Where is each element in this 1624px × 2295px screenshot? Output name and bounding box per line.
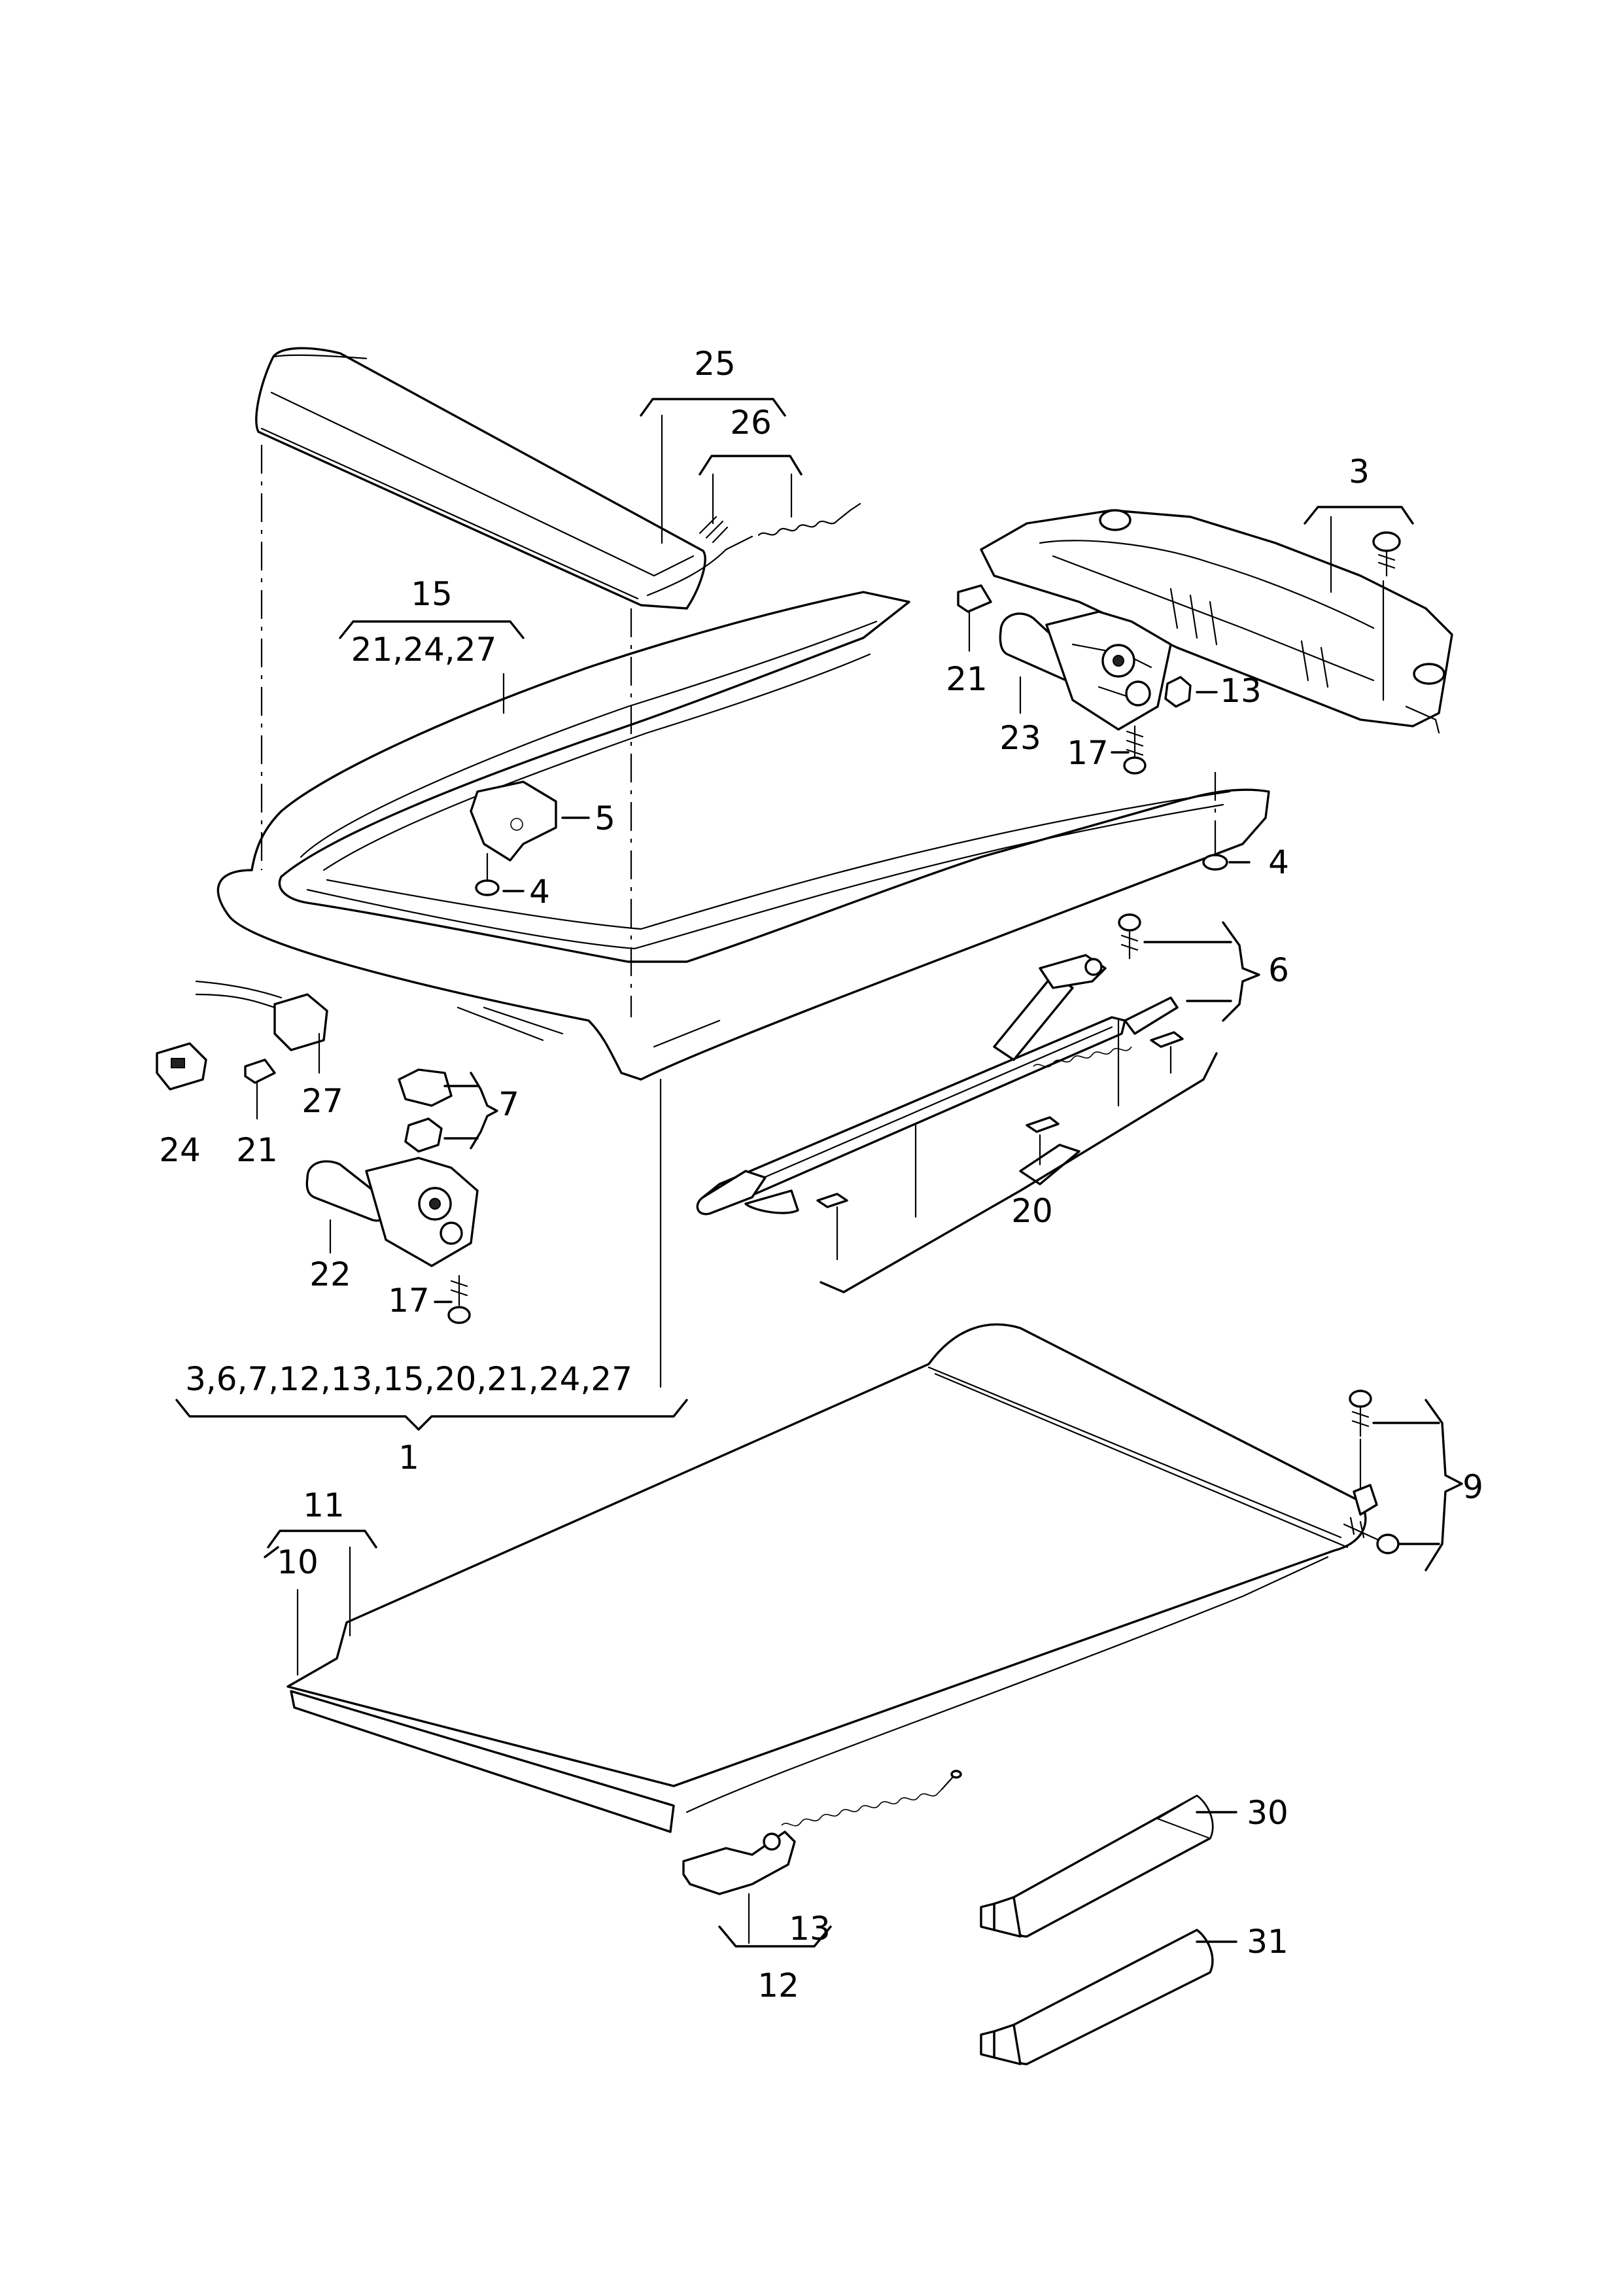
callout-13-top: 13	[1220, 672, 1262, 710]
callout-15-sub: 21,24,27	[351, 631, 497, 669]
bracket-20	[820, 1052, 1218, 1293]
callout-17-top: 17	[1067, 734, 1109, 772]
callout-10: 10	[277, 1543, 319, 1581]
connector-27-part	[195, 980, 328, 1051]
screw-4-left	[475, 852, 500, 896]
callout-15: 15	[411, 575, 453, 613]
connector-24-part	[156, 1042, 207, 1091]
screw-17-top	[1123, 725, 1147, 775]
screw-17-bottom	[447, 1274, 471, 1324]
sunshade-part	[286, 1323, 1367, 1833]
motor-22-part	[305, 1157, 479, 1267]
screw-4-right	[1202, 839, 1228, 871]
callout-30: 30	[1247, 1794, 1288, 1832]
pad-20-c	[1150, 1031, 1184, 1048]
screw-on-rail	[1372, 531, 1401, 701]
callout-21-top: 21	[946, 660, 988, 698]
callout-4-left: 4	[529, 873, 550, 911]
screws-9-parts	[1343, 1390, 1400, 1554]
sunroof-frame-part	[216, 591, 1270, 1081]
leader-6	[1143, 941, 1232, 1002]
clip-21-left	[244, 1059, 276, 1084]
grease-tube-30	[980, 1795, 1214, 1938]
callout-25: 25	[694, 345, 736, 383]
cable-handle-part	[682, 1770, 962, 1895]
spring-clip-part	[699, 502, 861, 544]
screw-6	[1118, 913, 1141, 960]
brace-6	[1222, 921, 1260, 1022]
drain-rail-part-3	[980, 509, 1453, 734]
callout-24: 24	[159, 1131, 201, 1169]
brace-1	[175, 1399, 688, 1431]
pad-20-a	[816, 1193, 848, 1208]
grease-tube-31	[980, 1929, 1214, 2065]
bracket-12	[718, 1925, 832, 1948]
callout-13-bottom: 13	[789, 1910, 831, 1948]
bracket-25	[640, 398, 786, 417]
bracket-15	[339, 620, 525, 639]
wind-deflector-part	[255, 347, 753, 610]
bracket-part-5	[470, 780, 557, 862]
callout-12: 12	[757, 1967, 799, 2005]
bracket-3	[1304, 506, 1414, 525]
brace-9	[1425, 1399, 1463, 1571]
bracket-7-parts	[398, 1068, 453, 1153]
brace-7	[470, 1072, 498, 1149]
callout-23: 23	[999, 719, 1041, 757]
callout-20: 20	[1011, 1192, 1053, 1230]
callout-26: 26	[730, 404, 772, 442]
callout-7: 7	[498, 1085, 519, 1123]
motor-23-part	[999, 610, 1172, 731]
callout-17-bottom: 17	[388, 1282, 430, 1320]
bracket-10	[264, 1546, 279, 1558]
callout-22: 22	[309, 1255, 351, 1293]
callout-3: 3	[1349, 453, 1370, 491]
callout-6: 6	[1268, 951, 1289, 989]
callout-21-left: 21	[236, 1131, 278, 1169]
clip-21-top	[957, 584, 992, 613]
pad-20-b	[1026, 1116, 1060, 1133]
callout-1-sub: 3,6,7,12,13,15,20,21,24,27	[185, 1360, 632, 1398]
bracket-26	[699, 455, 803, 476]
callout-4-right: 4	[1268, 843, 1289, 881]
leader-9	[1372, 1422, 1440, 1545]
callout-9: 9	[1462, 1468, 1483, 1506]
slide-mechanism-part-20	[696, 954, 1179, 1216]
callout-27: 27	[302, 1082, 343, 1120]
callout-1: 1	[398, 1439, 419, 1477]
leader-7	[443, 1085, 479, 1140]
nut-13-top	[1164, 676, 1192, 708]
callout-31: 31	[1247, 1923, 1288, 1961]
callout-11: 11	[303, 1486, 345, 1524]
bracket-11	[267, 1530, 377, 1549]
callout-5: 5	[595, 799, 615, 837]
